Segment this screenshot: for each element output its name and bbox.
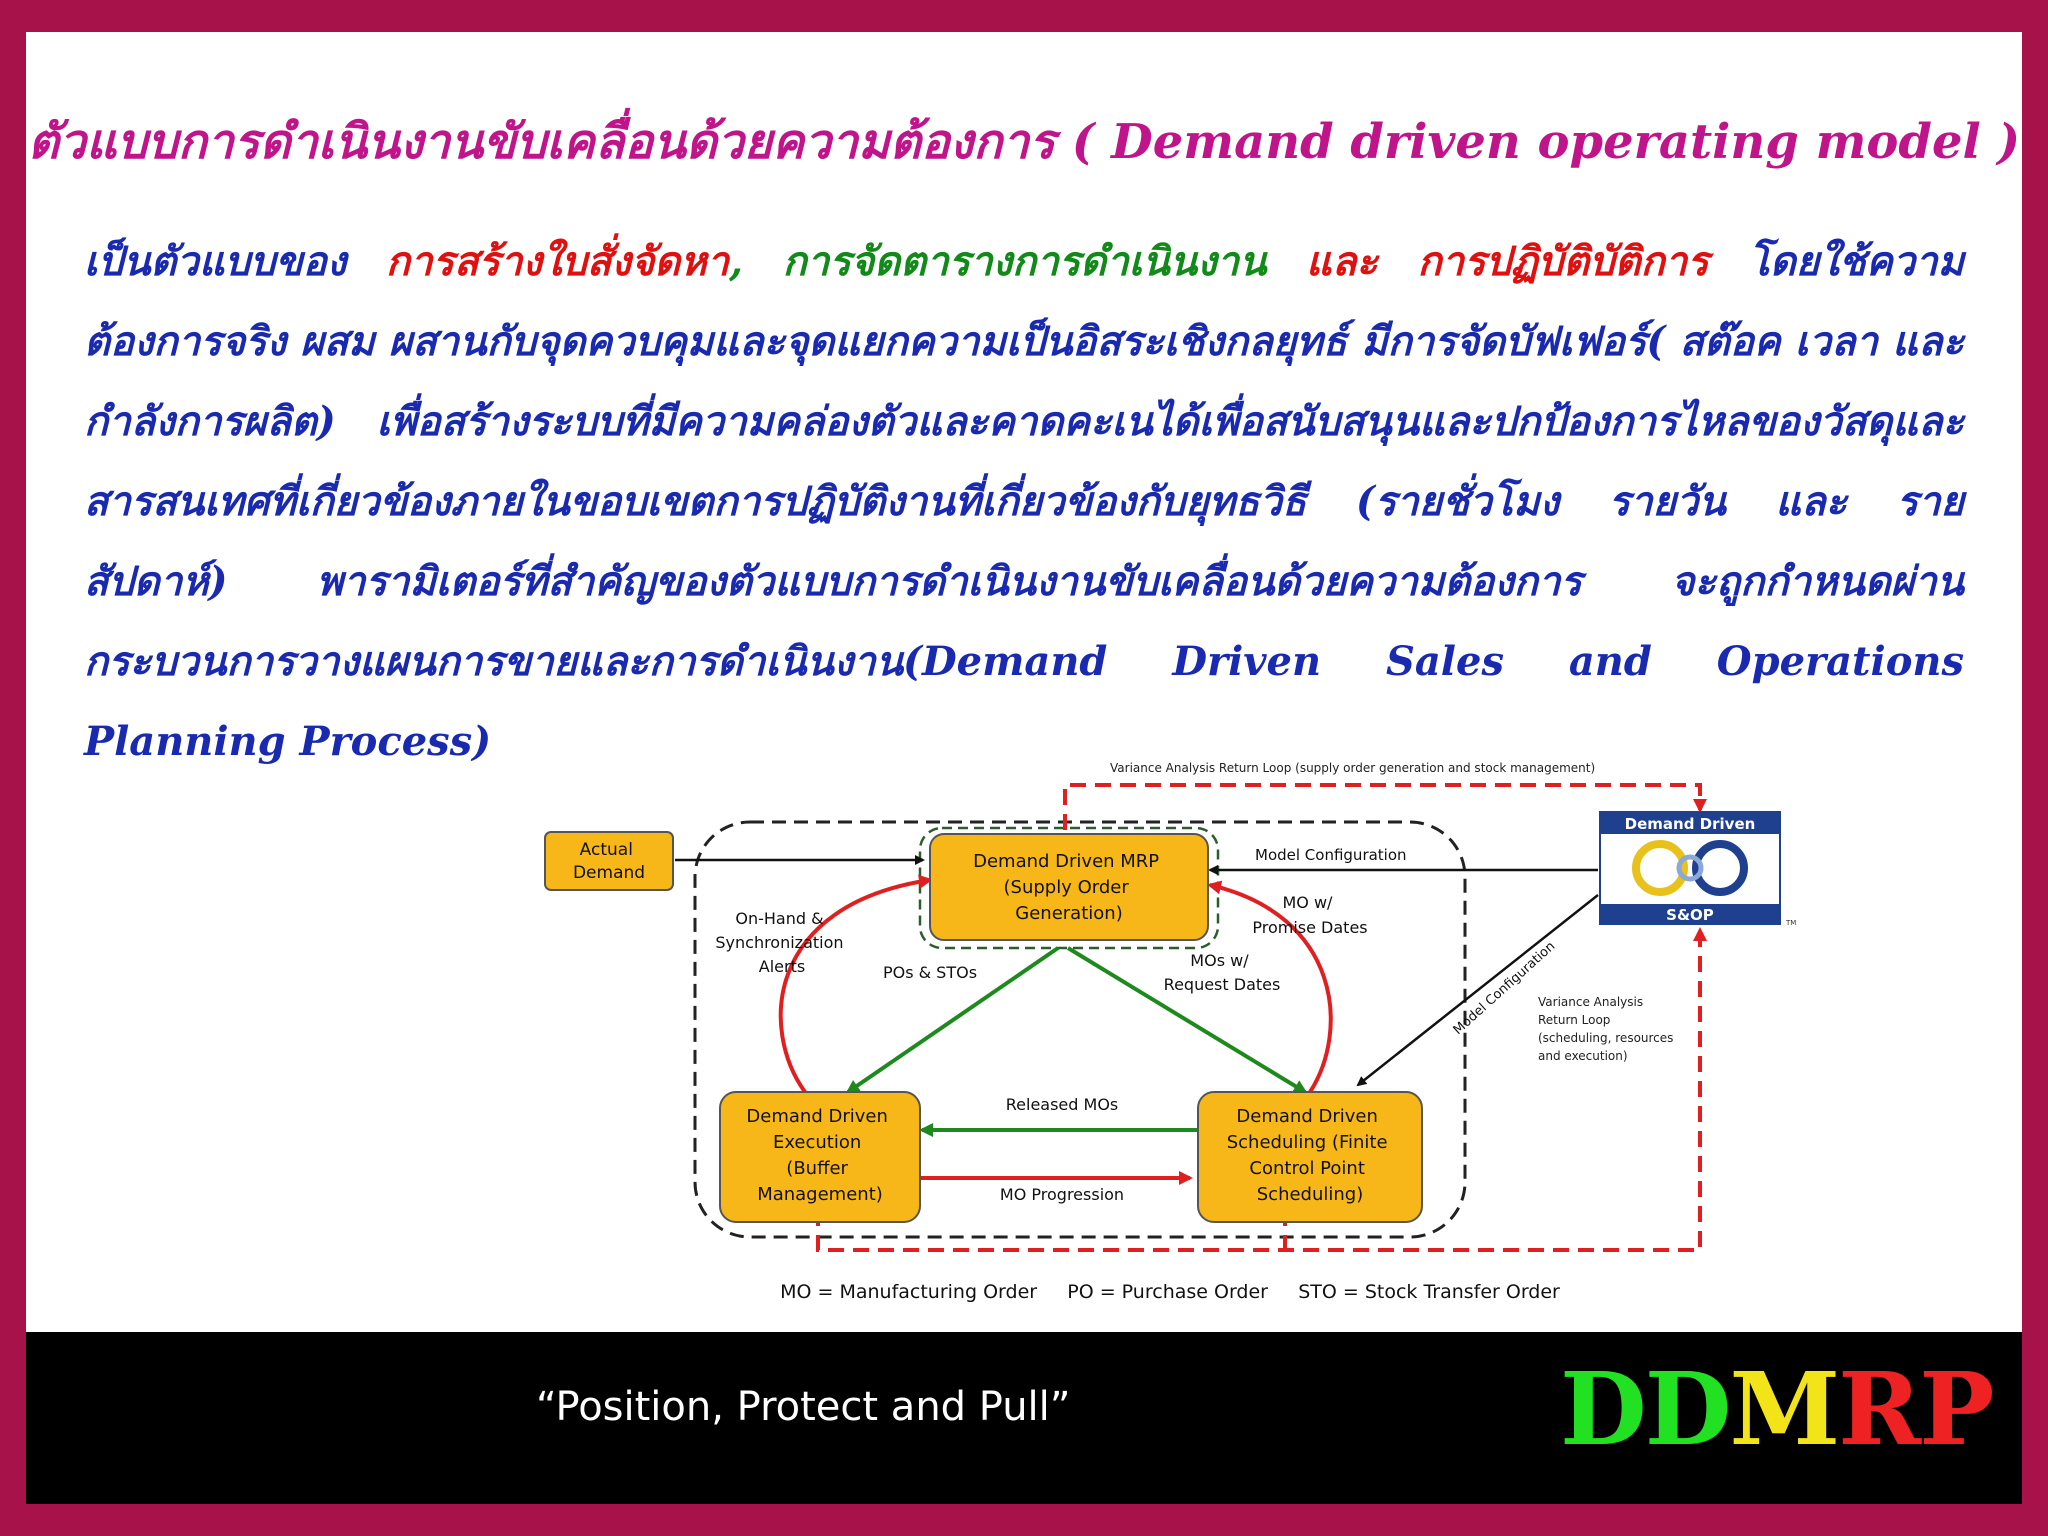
footer-bar: “Position, Protect and Pull” DDMRP <box>26 1332 2022 1504</box>
dds-op-logo-tm: TM <box>1785 919 1796 927</box>
body-text-3: และ <box>1266 238 1418 285</box>
variance-right-line-3: (scheduling, resources <box>1538 1031 1673 1045</box>
mrp-line-2: (Supply Order <box>1004 877 1130 898</box>
highlight-scheduling: การจัดตารางการดำเนินงาน <box>782 238 1267 285</box>
on-hand-line-1: On-Hand & <box>735 909 823 928</box>
scheduling-line-4: Scheduling) <box>1257 1184 1364 1205</box>
logo-letter-d2: D <box>1644 1350 1732 1468</box>
actual-demand-box <box>544 831 674 891</box>
diagram-legend: MO = Manufacturing Order PO = Purchase O… <box>780 1281 1560 1303</box>
pos-stos-label: POs & STOs <box>883 963 977 982</box>
loop-icon <box>1632 840 1688 896</box>
released-mos-label: Released MOs <box>1006 1095 1119 1114</box>
pos-stos-arrow <box>845 946 1060 1094</box>
mo-promise-line-1: MO w/ <box>1282 893 1333 912</box>
svg-text:MOs w/ Request Dates: MOs w/ Request Dates <box>1164 951 1281 994</box>
scheduling-line-1: Demand Driven <box>1236 1106 1377 1127</box>
variance-right-line-1: Variance Analysis <box>1538 995 1643 1009</box>
highlight-supply-order: การสร้างใบสั่งจัดหา <box>385 238 730 285</box>
svg-text:Variance Analysis Return L: Variance Analysis Return Loop (schedulin… <box>1538 995 1677 1063</box>
mrp-line-1: Demand Driven MRP <box>973 851 1159 872</box>
bottom-frame-strip <box>0 1504 2048 1536</box>
svg-text:Actual Demand: Actual Demand <box>573 840 645 883</box>
execution-line-3: (Buffer <box>786 1158 848 1179</box>
execution-line-1: Demand Driven <box>746 1106 887 1127</box>
dds-op-logo-top: Demand Driven <box>1625 815 1756 833</box>
svg-text:Demand Driven Scheduling (: Demand Driven Scheduling (Finite Control… <box>1227 1106 1394 1205</box>
mo-promise-line-2: Promise Dates <box>1252 918 1367 937</box>
svg-text:Demand Driven MRP (Supply: Demand Driven MRP (Supply Order Generati… <box>973 851 1165 924</box>
variance-right-line-2: Return Loop <box>1538 1013 1610 1027</box>
operating-boundary <box>693 820 1467 1239</box>
variance-top-label: Variance Analysis Return Loop (supply or… <box>1110 761 1595 775</box>
ddom-diagram: Actual Demand Demand Driven MRP (Supply … <box>544 761 1796 1303</box>
variance-loop-top <box>1063 783 1707 830</box>
execution-box <box>719 1091 921 1223</box>
ddmrp-logo: DDMRP <box>1560 1350 1994 1468</box>
execution-to-mrp-arrow <box>778 874 933 1094</box>
model-config-diag-arrow <box>1356 894 1599 1087</box>
dds-op-logo-bottom: S&OP <box>1666 906 1714 924</box>
on-hand-line-3: Alerts <box>759 957 805 976</box>
loop-icon-2 <box>1692 840 1748 896</box>
scheduling-to-mrp-arrow <box>1207 880 1333 1094</box>
slide-body: เป็นตัวแบบของ การสร้างใบสั่งจัดหา, การจั… <box>84 222 1964 782</box>
body-text-4: โดยใช้ความต้องการจริง ผสม ผสานกับจุดควบค… <box>84 238 1964 765</box>
model-config-label: Model Configuration <box>1255 846 1407 864</box>
mos-request-arrow <box>1066 946 1308 1094</box>
dds-op-logo: Demand Driven S&OP TM <box>1599 811 1796 927</box>
logo-letter-m: M <box>1729 1350 1840 1468</box>
svg-text:Demand Driven Execution: Demand Driven Execution (Buffer Manageme… <box>746 1106 893 1205</box>
svg-text:On-Hand & Synchronization: On-Hand & Synchronization Alerts <box>715 909 848 976</box>
variance-loop-bottom <box>816 927 1707 1252</box>
logo-letter-p: P <box>1919 1350 1994 1468</box>
slide: ตัวแบบการดำเนินงานขับเคลื่อนด้วยความต้อง… <box>26 32 2022 1332</box>
logo-letter-r: R <box>1838 1350 1921 1468</box>
mos-request-line-2: Request Dates <box>1164 975 1281 994</box>
mos-request-line-1: MOs w/ <box>1190 951 1249 970</box>
execution-line-4: Management) <box>757 1184 883 1205</box>
scheduling-line-3: Control Point <box>1249 1158 1364 1179</box>
highlight-execution: การปฏิบัติบัติการ <box>1417 238 1709 285</box>
mrp-line-3: Generation) <box>1015 903 1122 924</box>
actual-demand-line-1: Actual <box>580 840 633 860</box>
mo-progression-label: MO Progression <box>1000 1185 1124 1204</box>
footer-quote: “Position, Protect and Pull” <box>536 1384 1071 1430</box>
on-hand-line-2: Synchronization <box>715 933 843 952</box>
logo-letter-d1: D <box>1560 1350 1647 1468</box>
actual-demand-line-2: Demand <box>573 863 645 883</box>
slide-title: ตัวแบบการดำเนินงานขับเคลื่อนด้วยความต้อง… <box>27 114 2021 170</box>
scheduling-line-2: Scheduling (Finite <box>1227 1132 1388 1153</box>
variance-right-line-4: and execution) <box>1538 1049 1628 1063</box>
body-text-2: , <box>729 238 783 285</box>
execution-line-2: Execution <box>773 1132 861 1153</box>
body-text-1: เป็นตัวแบบของ <box>84 238 386 285</box>
mrp-box <box>929 833 1209 941</box>
svg-text:MO w/ Promise Dates: MO w/ Promise Dates <box>1252 893 1367 937</box>
scheduling-box <box>1197 1091 1423 1223</box>
